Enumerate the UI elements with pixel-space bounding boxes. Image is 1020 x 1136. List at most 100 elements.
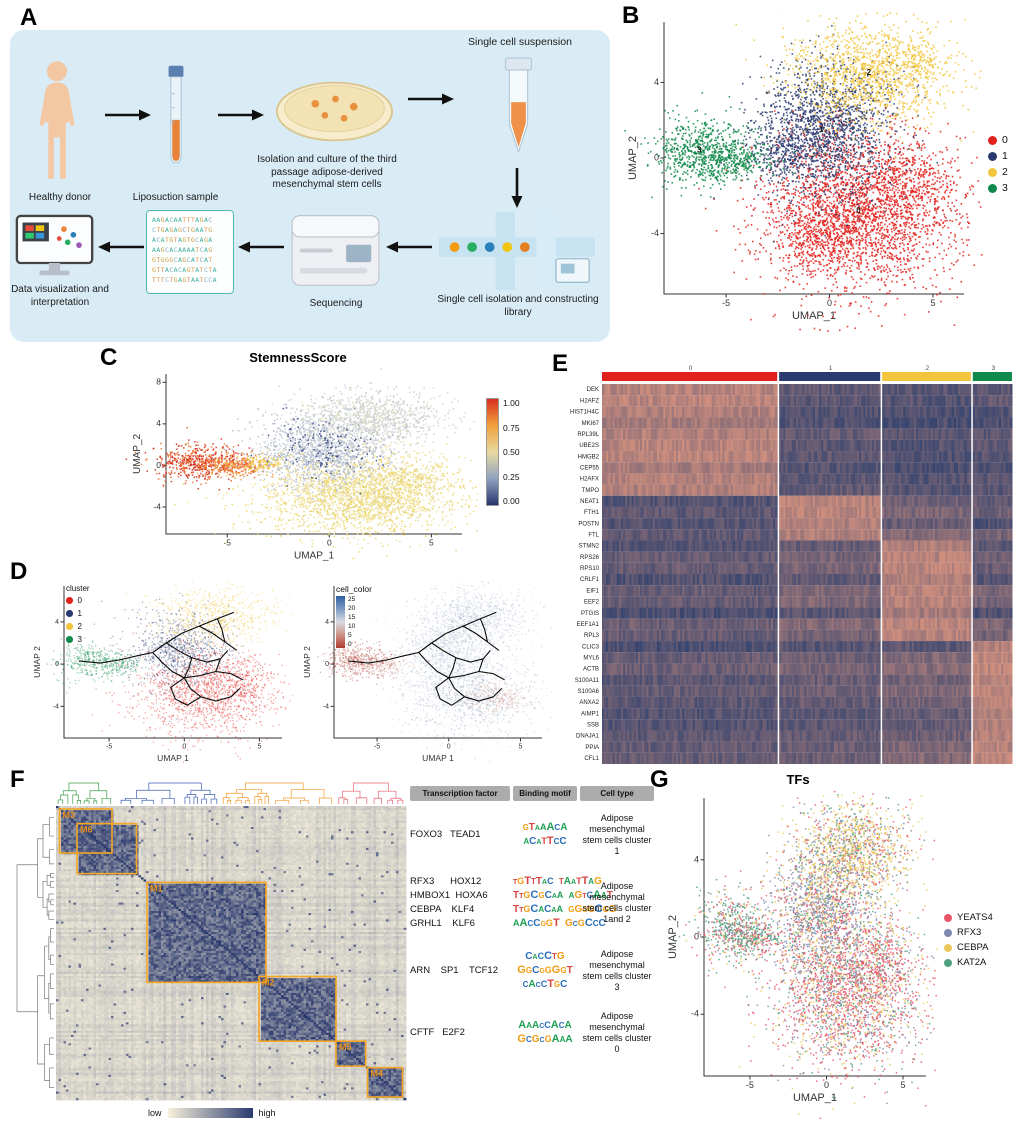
- legend-dot: [988, 167, 997, 177]
- panel-c-label: C: [100, 344, 118, 371]
- monitor-icon: [15, 214, 94, 276]
- colorbar-gradient: [167, 1108, 253, 1118]
- legend-item: 0: [66, 596, 90, 605]
- colorbar-tick: 0: [348, 641, 352, 648]
- legend-dot: [944, 928, 952, 937]
- caption-sequencing: Sequencing: [309, 298, 363, 309]
- legend-dot: [944, 913, 952, 922]
- colorbar-tick: 1.00: [503, 398, 520, 408]
- legend-label: KAT2A: [957, 957, 987, 968]
- colorbar-tick: 0.00: [503, 496, 520, 506]
- legend-dot: [988, 135, 997, 145]
- table-header-cell: Transcription factor: [410, 786, 510, 801]
- microfluidic-chip-icon: [439, 212, 595, 290]
- arrow-right-icon: [105, 109, 151, 121]
- falcon-tube-icon: [505, 57, 532, 154]
- legend-item: 3: [988, 182, 1008, 194]
- legend-title: cell_color: [336, 584, 372, 594]
- legend-dot: [66, 610, 73, 617]
- panel-d-label: D: [10, 558, 28, 585]
- legend-label: 3: [77, 635, 82, 644]
- stemness-plot: [118, 368, 478, 573]
- legend-item: 1: [988, 150, 1008, 162]
- legend-label: 3: [1002, 182, 1008, 194]
- legend-item: 2: [988, 166, 1008, 178]
- panel-a-label: A: [20, 4, 38, 31]
- test-tube-icon: [168, 65, 184, 164]
- legend-label: RFX3: [957, 927, 982, 938]
- legend-dot: [944, 958, 952, 967]
- legend-item: 0: [988, 134, 1008, 146]
- tf-module-heatmap: [14, 780, 409, 1105]
- legend-dot: [988, 183, 997, 193]
- sequencer-icon: [291, 215, 380, 286]
- legend-label: 0: [77, 596, 82, 605]
- tf-umap-plot: [658, 788, 938, 1123]
- cell-type-cell: Adipose mesenchymal stem cells cluster 1: [582, 813, 652, 856]
- legend-dot: [944, 943, 952, 952]
- colorbar-gradient: [336, 596, 345, 648]
- colorbar-tick: 15: [348, 614, 356, 621]
- legend-label: 2: [77, 622, 82, 631]
- workflow-panel: Healthy donor Liposuction sample Isolati…: [10, 30, 610, 342]
- cell-type-cell: Adipose mesenchymal stem cells cluster 0: [582, 1011, 652, 1054]
- legend-label: 1: [1002, 150, 1008, 162]
- legend-label: YEATS4: [957, 912, 993, 923]
- tfs-title: TFs: [786, 772, 810, 787]
- legend-item: 3: [66, 635, 90, 644]
- umap-clusters-plot: [618, 12, 983, 337]
- tf-names-cell: CFTF E2F2: [410, 1027, 465, 1038]
- arrow-left-icon: [98, 241, 144, 253]
- tf-names-cell: ARN SP1 TCF12: [410, 965, 498, 976]
- person-icon: [39, 61, 75, 179]
- colorbar-tick: 0.25: [503, 471, 520, 482]
- legend-item: 2: [66, 622, 90, 631]
- caption-liposuction: Liposuction sample: [132, 192, 219, 203]
- legend-dot: [66, 597, 73, 604]
- caption-suspension: Single cell suspension: [468, 36, 572, 48]
- legend-label: 0: [1002, 134, 1008, 146]
- cluster-legend: 0 1 2 3: [988, 132, 1008, 196]
- legend-item: KAT2A: [944, 957, 993, 968]
- table-header-cell: Binding motif: [513, 786, 577, 801]
- caption-single-cell-isolation: Single cell isolation and constructing l…: [437, 294, 599, 318]
- legend-dot: [66, 623, 73, 630]
- tf-names-cell: FOXO3 TEAD1: [410, 829, 481, 840]
- legend-item: YEATS4: [944, 912, 993, 923]
- petri-dish-icon: [275, 81, 394, 142]
- arrow-down-icon: [511, 168, 523, 208]
- colorbar-tick: 10: [348, 623, 356, 630]
- colorbar-tick: 0.50: [503, 447, 520, 457]
- cell-type-cell: Adipose mesenchymal stem cells cluster 3: [582, 949, 652, 992]
- colorbar-low-label: low: [148, 1108, 162, 1118]
- table-header-cell: Cell type: [580, 786, 654, 801]
- caption-isolation: Isolation and culture of the third passa…: [257, 154, 397, 190]
- legend-label: CEBPA: [957, 942, 989, 953]
- caption-healthy-donor: Healthy donor: [28, 192, 92, 203]
- legend-title: cluster: [66, 584, 90, 593]
- arrow-left-icon: [386, 241, 432, 253]
- module-colorbar: low high: [148, 1108, 276, 1118]
- cell-type-cell: Adipose mesenchymal stem cells cluster 1…: [582, 881, 652, 924]
- arrow-left-icon: [238, 241, 284, 253]
- arrow-right-icon: [218, 109, 264, 121]
- legend-dot: [66, 636, 73, 643]
- stemness-title: StemnessScore: [249, 350, 347, 365]
